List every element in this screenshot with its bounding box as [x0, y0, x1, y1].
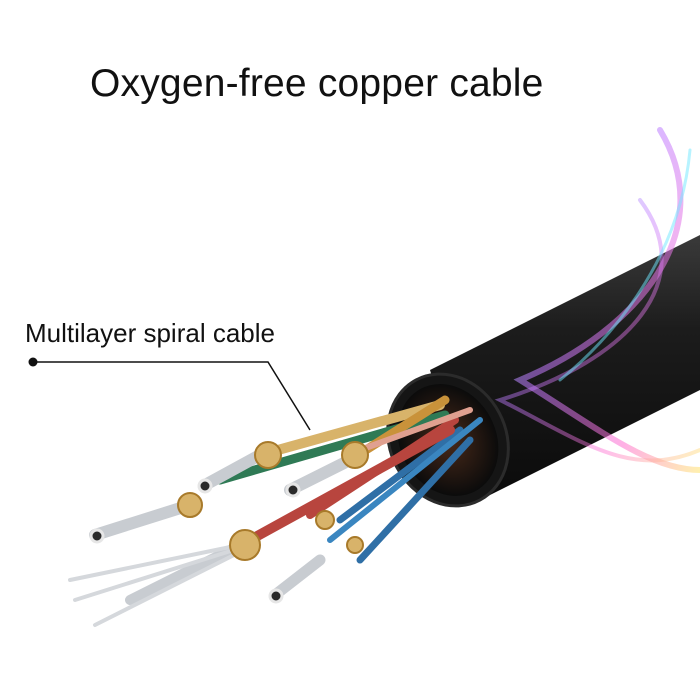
light-ribbon: [494, 127, 700, 473]
callout-label: Multilayer spiral cable: [25, 318, 275, 348]
callout-leader: [28, 357, 311, 431]
page-title: Oxygen-free copper cable: [90, 62, 544, 105]
cable-jacket: [386, 235, 700, 508]
inner-wires: [215, 395, 483, 564]
copper-collars: [177, 441, 369, 561]
strand-ends: [89, 478, 301, 604]
conductor-strands: [68, 449, 356, 627]
